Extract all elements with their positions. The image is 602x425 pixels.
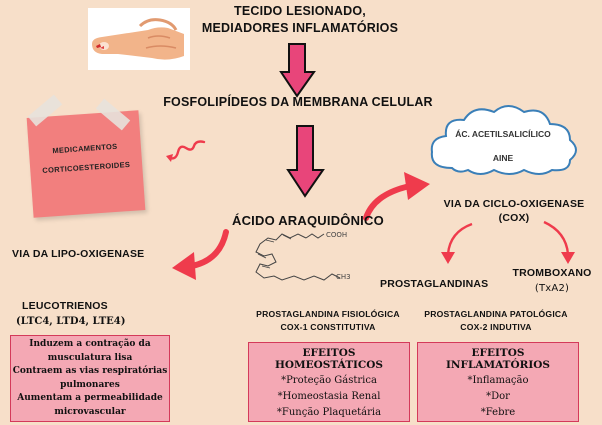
- thromboxane-line1: TROMBOXANO: [512, 267, 592, 279]
- inflammatory-item: *Febre: [480, 407, 516, 418]
- cox-line2: (COX): [498, 212, 530, 224]
- physiological-heading: PROSTAGLANDINA FISIOLÓGICA COX-1 CONSTIT…: [244, 308, 412, 334]
- arachidonic-acid-structure: [255, 233, 341, 281]
- arrow-to-cox: [363, 172, 430, 221]
- lipo-pathway-label: VIA DA LIPO-OXIGENASE: [12, 248, 145, 260]
- sticky-note: MEDICAMENTOS CORTICOESTEROIDES: [26, 110, 146, 218]
- cloud-line1: ÁC. ACETILSALICÍLICO: [455, 129, 551, 139]
- inflammatory-item: *Dor: [486, 391, 510, 402]
- homeostatic-item: *Homeostasia Renal: [277, 391, 381, 402]
- top-title-line1: TECIDO LESIONADO,: [234, 4, 366, 18]
- pathological-line2: COX-2 INDUTIVA: [460, 322, 532, 332]
- leukotriene-effect: pulmonares: [60, 379, 120, 390]
- arrow-to-prostaglandins: [441, 222, 473, 264]
- membrane-label: FOSFOLIPÍDEOS DA MEMBRANA CELULAR: [163, 95, 433, 109]
- note-line2: CORTICOESTEROIDES: [42, 159, 131, 176]
- cloud-shape: [430, 105, 577, 175]
- cox-line1: VIA DA CICLO-OXIGENASE: [443, 198, 585, 210]
- ch3-label: CH3: [336, 273, 351, 281]
- down-arrow-middle: [286, 125, 325, 198]
- injured-finger-illustration: [88, 8, 190, 70]
- inflammatory-item: *Inflamação: [467, 375, 529, 386]
- cloud-line2: AINE: [492, 153, 514, 163]
- prostaglandins-label: PROSTAGLANDINAS: [380, 278, 489, 290]
- top-title-line2: MEDIADORES INFLAMATÓRIOS: [201, 21, 399, 35]
- pathological-heading: PROSTAGLANDINA PATOLÓGICA COX-2 INDUTIVA: [412, 308, 580, 334]
- homeostatic-effects-box: EFEITOS HOMEOSTÁTICOS *Proteção Gástrica…: [248, 342, 410, 422]
- thromboxane-line2: (TxA2): [534, 283, 570, 294]
- thromboxane-label: TROMBOXANO (TxA2): [510, 266, 594, 296]
- leukotriene-effect: musculatura lisa: [47, 352, 133, 363]
- cooh-label: COOH: [326, 231, 348, 239]
- curly-arrow: [166, 140, 206, 162]
- homeostatic-item: *Proteção Gástrica: [281, 375, 377, 386]
- leukotrienes-subtitle: (LTC4, LTD4, LTE4): [16, 316, 126, 327]
- leukotrienes-effects-box: Induzem a contração da musculatura lisa …: [10, 335, 170, 422]
- arrow-to-leukotrienes: [172, 229, 229, 280]
- inflammatory-box-title: EFEITOS INFLAMATÓRIOS: [445, 347, 550, 371]
- leukotriene-effect: Aumentam a permeabilidade: [17, 393, 163, 404]
- leukotriene-effect: Induzem a contração da: [29, 339, 151, 349]
- note-line1: MEDICAMENTOS: [52, 141, 118, 156]
- inflammatory-effects-box: EFEITOS INFLAMATÓRIOS *Inflamação *Dor *…: [417, 342, 579, 422]
- leukotrienes-title: LEUCOTRIENOS: [22, 300, 108, 312]
- cox-pathway-label: VIA DA CICLO-OXIGENASE (COX): [434, 197, 594, 225]
- top-title: TECIDO LESIONADO, MEDIADORES INFLAMATÓRI…: [200, 3, 400, 37]
- homeostatic-box-title: EFEITOS HOMEOSTÁTICOS: [274, 347, 384, 371]
- arrow-to-thromboxane: [543, 220, 575, 264]
- arachidonic-acid-label: ÁCIDO ARAQUIDÔNICO: [232, 213, 384, 228]
- homeostatic-item: *Função Plaquetária: [276, 407, 382, 418]
- pathological-line1: PROSTAGLANDINA PATOLÓGICA: [424, 309, 568, 319]
- down-arrow-top: [279, 43, 316, 98]
- physiological-line1: PROSTAGLANDINA FISIOLÓGICA: [256, 309, 400, 319]
- leukotriene-effect: Contraem as vias respiratórias: [12, 366, 168, 377]
- physiological-line2: COX-1 CONSTITUTIVA: [280, 322, 376, 332]
- leukotriene-effect: microvascular: [54, 406, 126, 417]
